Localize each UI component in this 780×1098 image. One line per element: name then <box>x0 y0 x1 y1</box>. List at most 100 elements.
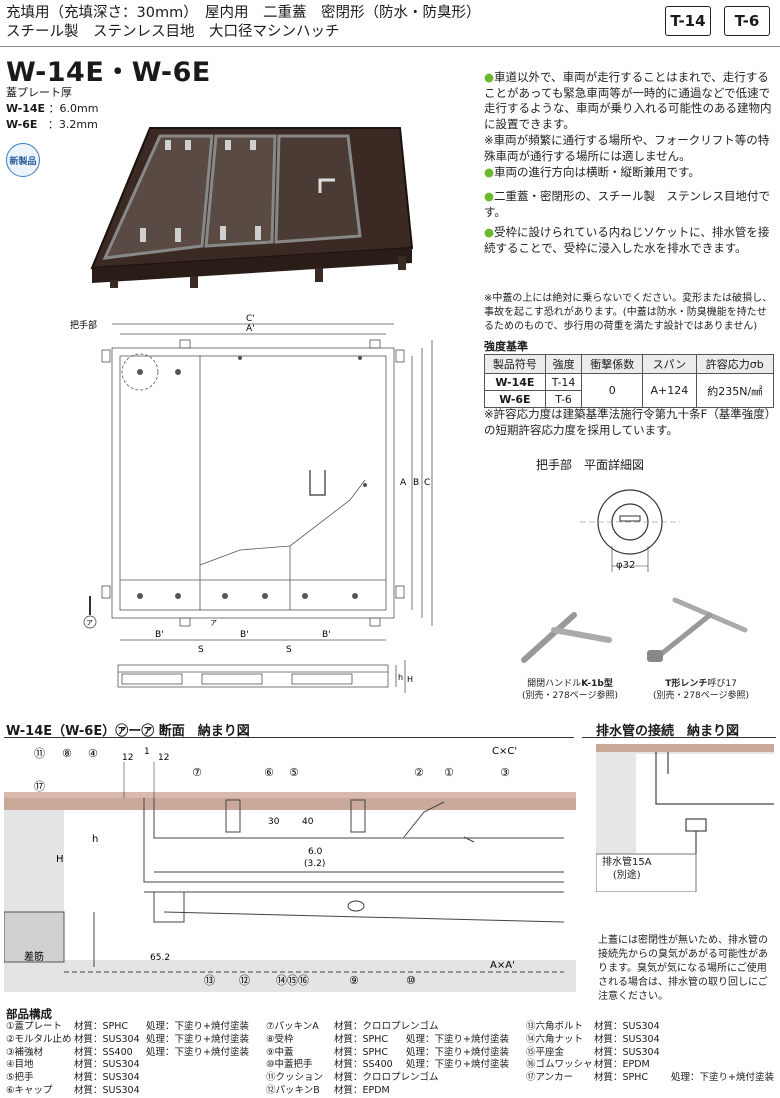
strength-title: 強度基準 <box>484 340 528 353</box>
tag-t6: T-6 <box>724 6 770 36</box>
header-line1: 充填用（充填深さ：30mm） 屋内用 二重蓋 密閉形（防水・防臭形） <box>6 5 481 21</box>
drain-note: 上蓋には密閉性が無いため、排水管の接続先からの臭気があがる可能性があります。臭気… <box>598 935 768 1002</box>
dim-30: 30 <box>268 817 280 827</box>
parts-row: ⑤把手 材質：SUS304 <box>6 1072 256 1085</box>
parts-row: ⑭六角ナット材質：SUS304 <box>526 1034 780 1047</box>
part-name: ①蓋プレート <box>6 1021 63 1032</box>
parts-row: ⑬六角ボルト材質：SUS304 <box>526 1021 780 1034</box>
part-name: ③補強材 <box>6 1046 44 1058</box>
callout-13: ⑬ <box>204 974 215 987</box>
label-b-prime-2: B' <box>240 630 249 640</box>
bullet-4: ●受枠に設けられている内ねじソケットに、排水管を接続することで、受枠に浸入した水… <box>484 225 770 255</box>
part-name: ⑰アンカー <box>526 1072 574 1084</box>
tool-t-wrench: T形レンチ呼び17 (別売・278ページ参照) <box>652 679 750 701</box>
dim-h: h <box>92 834 98 845</box>
part-process: 処理：下塗り+焼付塗装 <box>146 1046 249 1058</box>
model-title: W-14E・W-6E <box>6 57 211 88</box>
label-b: B <box>413 478 419 488</box>
part-material: 材質：SUS304 <box>594 1046 660 1058</box>
bullet-3: ●二重蓋・密閉形の、スチール製 ステンレス目地付です。 <box>484 189 771 219</box>
dim-652: 65.2 <box>150 953 170 963</box>
plate-w14e: W-14E ：6.0mm <box>6 102 99 115</box>
part-name: ⑧受枠 <box>266 1033 294 1045</box>
part-name: ④目地 <box>6 1059 34 1071</box>
callout-9: ⑨ <box>349 974 359 987</box>
label-c-prime: C' <box>246 314 255 324</box>
part-material: 材質：SPHC <box>74 1021 129 1032</box>
part-process: 処理：下塗り+焼付塗装 <box>406 1033 509 1045</box>
part-process: 処理：下塗り+焼付塗装 <box>406 1046 509 1058</box>
part-process: 処理：下塗り+焼付塗装 <box>406 1059 509 1071</box>
part-material: 材質：SUS304 <box>74 1084 140 1096</box>
part-name: ⑭六角ナット <box>526 1033 584 1045</box>
part-name: ⑨中蓋 <box>266 1046 294 1058</box>
label-section-mark: ア <box>86 619 93 627</box>
part-name: ⑥キャップ <box>6 1084 53 1096</box>
part-name: ⑮平座金 <box>526 1046 565 1058</box>
callout-7: ⑦ <box>192 766 202 779</box>
part-material: 材質：SPHC <box>594 1072 649 1084</box>
parts-row: ⑪クッション材質：クロロプレンゴム <box>266 1072 516 1085</box>
callout-4: ④ <box>88 747 98 760</box>
parts-row: ⑯ゴムワッシャ材質：EPDM <box>526 1059 780 1072</box>
part-material: 材質：SPHC <box>334 1033 389 1045</box>
t-wrench-icon <box>647 597 748 662</box>
part-material: 材質：EPDM <box>594 1059 650 1071</box>
part-material: 材質：SUS304 <box>74 1059 140 1071</box>
part-name: ⑦パッキンA <box>266 1021 319 1032</box>
dim-axa: A×A' <box>490 960 515 971</box>
label-h: h <box>398 673 403 682</box>
dim-12b: 12 <box>158 753 169 763</box>
label-a: A <box>400 478 407 488</box>
label-b-prime-3: B' <box>322 630 331 640</box>
label-s-2: S <box>286 645 292 655</box>
drain-pipe-label: 排水管15A(別途) <box>602 857 652 881</box>
dim-32: (3.2) <box>304 859 325 869</box>
label-section-mark-2: ア <box>210 619 217 627</box>
label-b-prime-1: B' <box>155 630 164 640</box>
callout-17: ⑰ <box>34 780 45 793</box>
parts-title: 部品構成 <box>6 1007 52 1021</box>
parts-row: ⑨中蓋 材質：SPHC 処理：下塗り+焼付塗装 <box>266 1047 516 1060</box>
part-material: 材質：SUS304 <box>74 1033 140 1045</box>
label-handle: 把手部 <box>70 319 97 331</box>
dim-40: 40 <box>302 817 314 827</box>
handle-detail-drawing <box>580 489 680 572</box>
part-name: ②モルタル止め <box>6 1033 72 1045</box>
parts-row: ⑮平座金 材質：SUS304 <box>526 1047 780 1060</box>
handle-dim: φ32 <box>616 560 636 571</box>
k1b-handle-icon <box>521 612 612 663</box>
part-material: 材質：クロロプレンゴム <box>334 1072 439 1084</box>
strength-footnote: ※許容応力度は建築基準法施行令第九十条F（基準強度）の短期許容応力度を採用してい… <box>484 407 771 437</box>
center-lid-note: ※中蓋の上には絶対に乗らないでください。変形または破損し、事故を起こす恐れがあり… <box>484 293 773 332</box>
callout-12: ⑫ <box>239 974 250 987</box>
label-c: C <box>424 478 430 488</box>
callout-11: ⑪ <box>34 747 45 760</box>
tag-t14: T-14 <box>665 6 711 36</box>
callout-10: ⑩ <box>406 974 416 987</box>
part-process: 処理：下塗り+焼付塗装 <box>671 1072 774 1084</box>
drain-drawing <box>596 744 774 892</box>
part-name: ⑤把手 <box>6 1072 34 1084</box>
part-material: 材質：SUS304 <box>74 1072 140 1084</box>
note-1: ※車両が頻繁に通行する場所や、フォークリフト等の特殊車両が通行する場所には適しま… <box>484 133 770 163</box>
drain-title: 排水管の接続 納まり図 <box>596 724 740 739</box>
part-material: 材質：SUS304 <box>594 1033 660 1045</box>
part-material: 材質：SPHC <box>334 1046 389 1058</box>
callout-8: ⑧ <box>62 747 72 760</box>
callout-6: ⑥ <box>264 766 274 779</box>
label-H: H <box>407 675 413 684</box>
label-a-prime: A' <box>246 324 255 334</box>
callout-2: ② <box>414 766 424 779</box>
part-name: ⑪クッション <box>266 1072 324 1084</box>
part-material: 材質：SS400 <box>334 1059 393 1071</box>
